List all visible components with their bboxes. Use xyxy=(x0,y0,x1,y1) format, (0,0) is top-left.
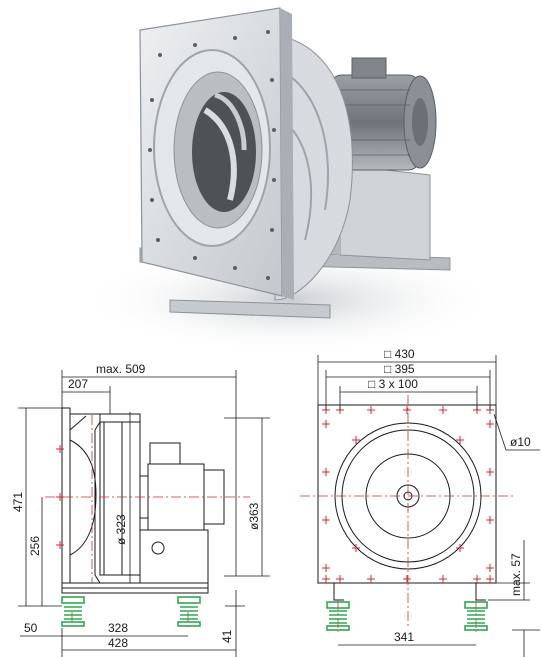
side-view-dimensions: max. 509 207 471 256 ø 323 ø363 50 328 4… xyxy=(11,362,261,650)
front-view-dimensions: □ 430 □ 395 □ 3 x 100 ø10 max. 57 341 xyxy=(368,347,531,644)
fan-product-render xyxy=(80,7,500,355)
front-isolator-left xyxy=(326,601,350,631)
dim-bolt-square: □ 395 xyxy=(384,362,415,376)
dim-mount-height: max. 57 xyxy=(509,553,523,596)
dim-shaft-height: 256 xyxy=(28,536,42,556)
dim-hole-diameter: ø10 xyxy=(510,435,531,449)
side-view-bolt-marks xyxy=(56,445,64,549)
front-isolator-right xyxy=(464,601,488,631)
front-plate-outline xyxy=(317,404,497,584)
vibration-isolator-left xyxy=(61,596,85,627)
dim-outlet-diameter: ø363 xyxy=(247,502,261,530)
dim-foot-spacing-inner: 328 xyxy=(108,621,128,635)
side-view-dimension-lines xyxy=(18,370,270,657)
dim-inlet-offset: 207 xyxy=(68,377,88,391)
front-view-drawing xyxy=(317,404,497,601)
vibration-isolator-right xyxy=(177,596,201,627)
dim-plate-size: □ 430 xyxy=(384,347,415,361)
side-view-drawing xyxy=(61,407,225,594)
inlet-plate-render xyxy=(139,7,294,300)
dim-base-height: 41 xyxy=(220,629,234,643)
dim-foot-spacing: 341 xyxy=(394,630,414,644)
dim-height: 471 xyxy=(11,492,25,512)
front-view-dimension-lines xyxy=(317,355,540,657)
dim-base-offset: 50 xyxy=(24,621,38,635)
dim-inlet-diameter: ø 323 xyxy=(114,514,128,545)
front-view-centerlines xyxy=(300,395,516,632)
dim-hole-pitch: □ 3 x 100 xyxy=(368,377,418,391)
motor-pedestal xyxy=(139,529,209,584)
inlet-flange xyxy=(61,407,71,584)
dim-foot-spacing-outer: 428 xyxy=(108,636,128,650)
housing-outline xyxy=(70,413,141,584)
dim-overall-width: max. 509 xyxy=(96,362,146,376)
